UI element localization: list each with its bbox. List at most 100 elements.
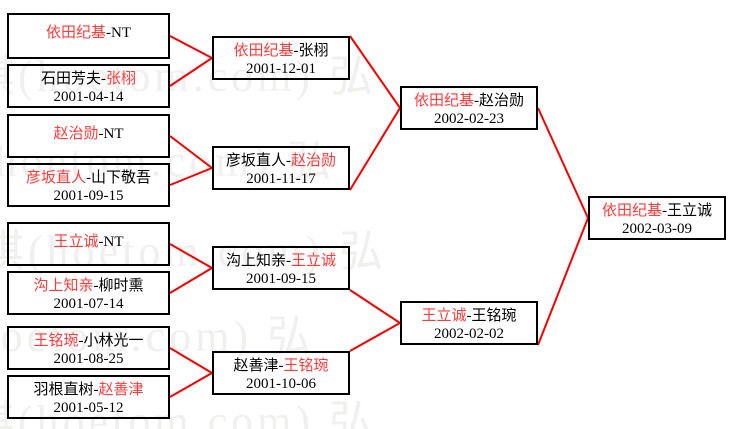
player-loser: 赵善津 bbox=[233, 358, 279, 374]
match-date: 2001-10-06 bbox=[246, 375, 316, 392]
match-box[interactable]: 赵治勋-NT bbox=[7, 114, 170, 158]
match-date: 2002-02-23 bbox=[434, 110, 504, 127]
player-loser: 石田芳夫 bbox=[40, 71, 101, 87]
match-box[interactable]: 依田纪基-NT bbox=[7, 13, 170, 59]
match-players: 沟上知亲-王立诚 bbox=[214, 253, 348, 271]
match-players: 王铭琬-小林光一 bbox=[9, 333, 168, 351]
connector-line bbox=[537, 217, 589, 346]
match-players: 赵善津-王铭琬 bbox=[214, 358, 348, 376]
match-players: 依田纪基-张栩 bbox=[214, 43, 348, 61]
player-winner: 赵治勋 bbox=[291, 153, 337, 169]
player-separator: - bbox=[662, 203, 667, 219]
match-box[interactable]: 王立诚-NT bbox=[7, 222, 170, 266]
match-players: 沟上知亲-柳时熏 bbox=[9, 278, 168, 296]
player-winner: 依田纪基 bbox=[233, 43, 294, 59]
player-winner: 依田纪基 bbox=[413, 93, 474, 109]
connector-line bbox=[349, 107, 401, 191]
player-separator: - bbox=[286, 153, 291, 169]
player-separator: - bbox=[466, 308, 472, 324]
player-winner: 赵善津 bbox=[98, 382, 144, 398]
player-loser: 彦坂直人 bbox=[225, 153, 286, 169]
player-separator: - bbox=[474, 93, 479, 109]
match-players: 依田纪基-王立诚 bbox=[590, 203, 724, 221]
match-date: 2001-09-15 bbox=[246, 270, 316, 287]
player-separator: - bbox=[278, 358, 284, 374]
player-winner: 沟上知亲 bbox=[33, 278, 94, 294]
connector-line bbox=[169, 135, 213, 169]
player-loser: NT bbox=[103, 234, 124, 250]
match-players: 王立诚-NT bbox=[9, 234, 168, 252]
player-loser: NT bbox=[111, 25, 131, 41]
player-loser: 沟上知亲 bbox=[225, 253, 286, 269]
player-loser: 柳时熏 bbox=[98, 278, 144, 294]
player-winner: 王立诚 bbox=[291, 253, 337, 269]
player-separator: - bbox=[286, 253, 291, 269]
match-players: 依田纪基-赵治勋 bbox=[402, 93, 536, 111]
match-date: 2001-08-25 bbox=[53, 350, 124, 367]
match-players: 王立诚-王铭琬 bbox=[402, 308, 536, 326]
player-separator: - bbox=[106, 25, 111, 41]
match-date: 2002-03-09 bbox=[622, 220, 692, 237]
match-date: 2001-05-12 bbox=[53, 399, 124, 416]
connector-line bbox=[169, 35, 213, 59]
player-loser: 王立诚 bbox=[667, 203, 713, 219]
connector-line bbox=[349, 322, 401, 352]
connector-line bbox=[349, 35, 401, 109]
player-separator: - bbox=[98, 234, 104, 250]
match-players: 羽根直树-赵善津 bbox=[9, 382, 168, 400]
player-separator: - bbox=[93, 278, 99, 294]
match-date: 2001-04-14 bbox=[53, 88, 124, 105]
player-loser: 赵治勋 bbox=[479, 93, 525, 109]
player-winner: 王立诚 bbox=[53, 234, 99, 250]
player-separator: - bbox=[93, 382, 99, 398]
match-players: 彦坂直人-山下敬吾 bbox=[9, 170, 168, 188]
player-winner: 彦坂直人 bbox=[25, 170, 86, 186]
connector-line bbox=[169, 57, 213, 87]
player-separator: - bbox=[98, 126, 104, 142]
connector-line bbox=[169, 347, 213, 374]
connector-line bbox=[169, 267, 213, 294]
player-loser: 张栩 bbox=[298, 43, 329, 59]
player-loser: 小林光一 bbox=[83, 333, 144, 349]
match-players: 赵治勋-NT bbox=[9, 126, 168, 144]
player-separator: - bbox=[101, 71, 106, 87]
match-date: 2002-02-02 bbox=[434, 325, 504, 342]
connector-line bbox=[169, 167, 213, 186]
match-date: 2001-07-14 bbox=[53, 295, 124, 312]
player-winner: 依田纪基 bbox=[601, 203, 662, 219]
player-winner: 王铭琬 bbox=[283, 358, 329, 374]
match-players: 依田纪基-NT bbox=[9, 25, 168, 43]
match-date: 2001-09-15 bbox=[53, 187, 124, 204]
player-separator: - bbox=[78, 333, 84, 349]
match-date: 2001-12-01 bbox=[246, 60, 316, 77]
player-winner: 张栩 bbox=[106, 71, 137, 87]
connector-line bbox=[169, 372, 213, 398]
match-players: 彦坂直人-赵治勋 bbox=[214, 153, 348, 171]
player-separator: - bbox=[293, 43, 299, 59]
match-players: 石田芳夫-张栩 bbox=[9, 71, 168, 89]
connector-line bbox=[537, 107, 589, 219]
player-loser: 羽根直树 bbox=[33, 382, 94, 398]
player-winner: 王铭琬 bbox=[33, 333, 79, 349]
player-winner: 赵治勋 bbox=[53, 126, 99, 142]
player-loser: 王铭琬 bbox=[471, 308, 517, 324]
connector-line bbox=[349, 289, 401, 324]
match-date: 2001-11-17 bbox=[246, 170, 316, 187]
player-winner: 依田纪基 bbox=[45, 25, 106, 41]
connector-line bbox=[169, 243, 213, 269]
player-separator: - bbox=[86, 170, 91, 186]
player-loser: 山下敬吾 bbox=[91, 170, 152, 186]
